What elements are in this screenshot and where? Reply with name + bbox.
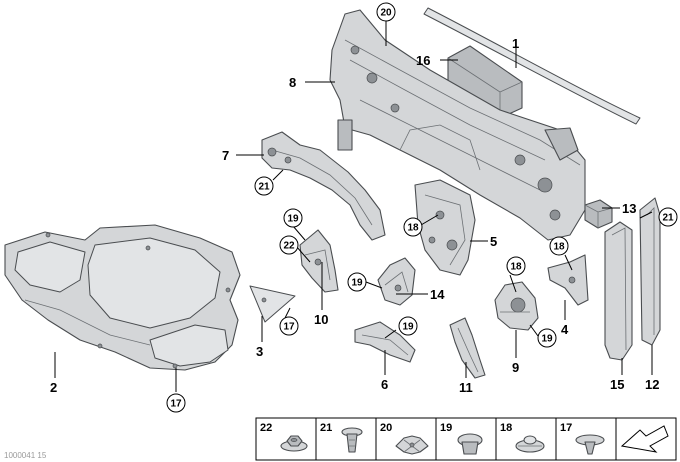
- callout-18-c: 18: [549, 236, 569, 256]
- fastener-legend: 22 21 20 19 18 17: [255, 417, 677, 461]
- legend-num-17: 17: [560, 422, 572, 434]
- label-7: 7: [222, 148, 229, 163]
- svg-text:19: 19: [541, 334, 553, 345]
- label-4: 4: [561, 322, 569, 337]
- leader-lines: [54, 21, 653, 392]
- part-9-mount: [494, 281, 539, 331]
- part-14-mount: [377, 257, 416, 306]
- callout-19-d: 19: [537, 328, 557, 348]
- part-15-trim-panel: [604, 221, 633, 361]
- svg-text:22: 22: [283, 241, 295, 252]
- part-number-labels: 1 16 8 7 5 13 10 14 4 9 3 6 11 15 12 2: [50, 36, 659, 395]
- legend-num-19: 19: [440, 422, 452, 434]
- part-3-pad: [249, 285, 296, 323]
- label-15: 15: [610, 377, 624, 392]
- fastener-retaining-clip-icon: [575, 434, 605, 455]
- legend-num-20: 20: [380, 422, 392, 434]
- fastener-callouts: 20 21 19 22 18 19 17 19: [166, 2, 678, 413]
- label-5: 5: [490, 234, 497, 249]
- fastener-hex-nut-icon: [280, 435, 308, 452]
- part-8-bulkhead: [329, 9, 586, 241]
- callout-21-right: 21: [658, 207, 678, 227]
- label-1: 1: [512, 36, 519, 51]
- legend-num-21: 21: [320, 422, 332, 434]
- svg-text:21: 21: [258, 182, 270, 193]
- label-12: 12: [645, 377, 659, 392]
- label-10: 10: [314, 312, 328, 327]
- svg-text:17: 17: [170, 399, 182, 410]
- callout-21-left: 21: [254, 176, 274, 196]
- part-1-seal-strip: [423, 7, 641, 125]
- svg-text:20: 20: [380, 8, 392, 19]
- part-12-trim-strip: [639, 197, 661, 346]
- legend-num-18: 18: [500, 422, 512, 434]
- svg-text:19: 19: [402, 322, 414, 333]
- part-2-underbody-shield: [4, 224, 241, 371]
- svg-text:17: 17: [283, 322, 295, 333]
- label-11: 11: [459, 380, 473, 395]
- callout-20-top: 20: [376, 2, 396, 22]
- legend-num-22: 22: [260, 422, 272, 434]
- label-14: 14: [430, 287, 445, 302]
- fastener-spring-nut-icon: [515, 435, 545, 453]
- callout-18-a: 18: [403, 217, 423, 237]
- svg-text:19: 19: [351, 278, 363, 289]
- direction-arrow-icon: [620, 425, 669, 453]
- callout-19-b: 19: [347, 272, 367, 292]
- part-7-side-bracket: [261, 131, 386, 241]
- label-2: 2: [50, 380, 57, 395]
- label-6: 6: [381, 377, 388, 392]
- part-10-mount: [299, 229, 339, 293]
- part-6-bracket: [354, 321, 416, 363]
- label-13: 13: [622, 201, 636, 216]
- watermark: 1000041 15: [4, 451, 47, 460]
- svg-text:18: 18: [553, 242, 565, 253]
- svg-text:19: 19: [287, 214, 299, 225]
- part-11-bracket: [449, 317, 486, 379]
- callout-19-c: 19: [398, 316, 418, 336]
- fastener-plastic-nut-icon: [457, 433, 483, 455]
- fastener-push-rivet-icon: [341, 427, 363, 453]
- part-4-bracket: [547, 254, 589, 306]
- svg-text:18: 18: [510, 262, 522, 273]
- callout-17-b: 17: [166, 393, 186, 413]
- part-13-block: [584, 199, 613, 229]
- part-5-panel: [414, 179, 476, 276]
- label-3: 3: [256, 344, 263, 359]
- callout-18-b: 18: [506, 256, 526, 276]
- svg-text:18: 18: [407, 223, 419, 234]
- label-9: 9: [512, 360, 519, 375]
- label-8: 8: [289, 75, 296, 90]
- svg-text:21: 21: [662, 213, 674, 224]
- callout-22: 22: [279, 235, 299, 255]
- callout-17-a: 17: [279, 316, 299, 336]
- fastener-star-clip-icon: [395, 435, 429, 455]
- label-16: 16: [416, 53, 430, 68]
- callout-19-a: 19: [283, 208, 303, 228]
